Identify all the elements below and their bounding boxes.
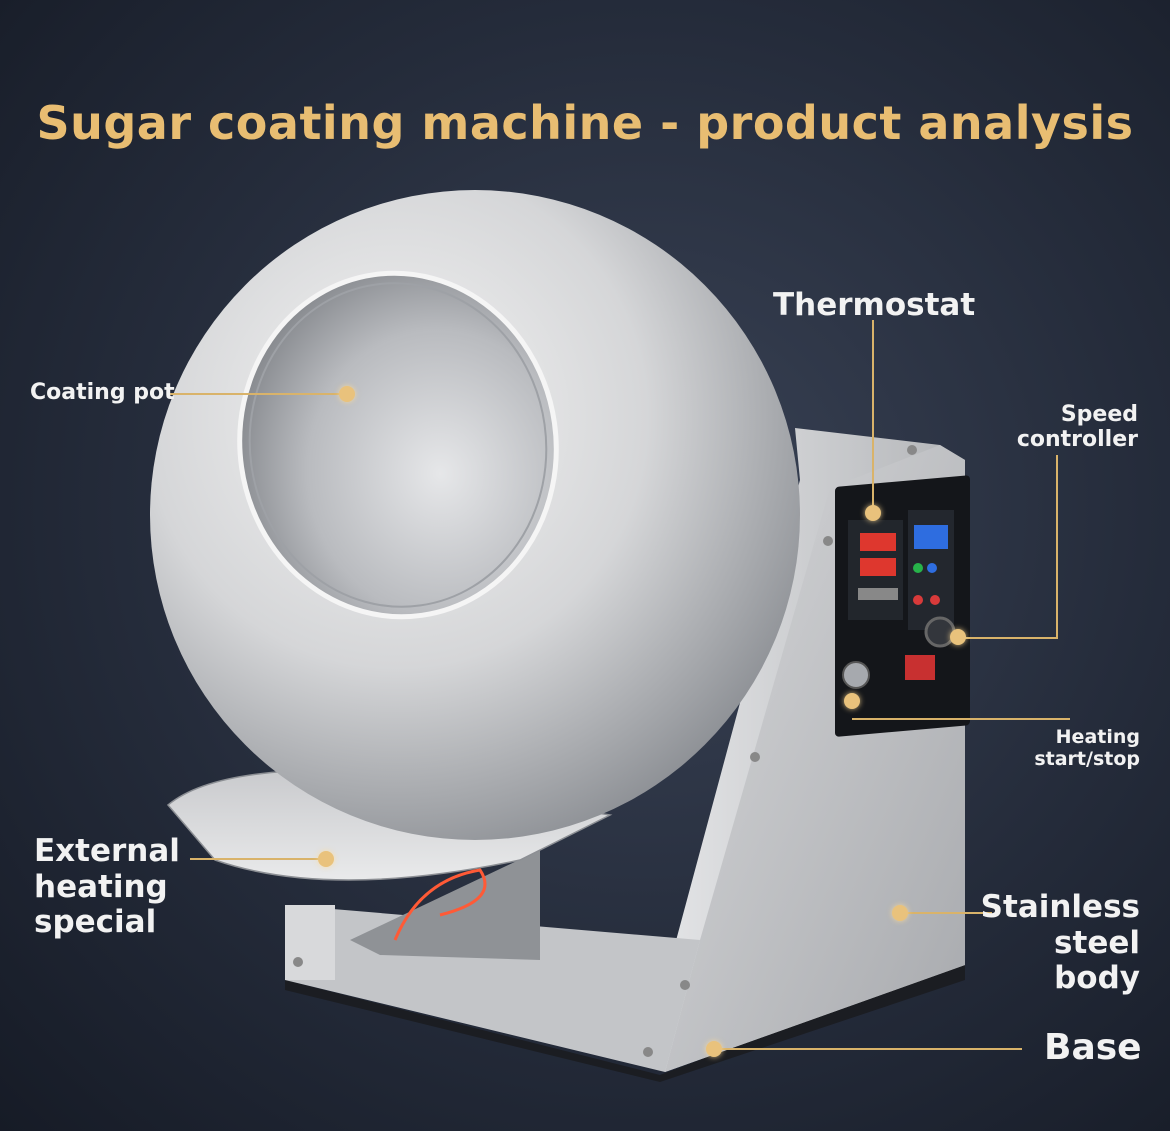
- external-heating-leader: [190, 858, 325, 860]
- coating-pot-dot: [339, 386, 355, 402]
- stainless-leader: [900, 912, 992, 914]
- external-line2: heating: [34, 868, 168, 905]
- heating-label: Heating start/stop: [960, 726, 1140, 771]
- stainless-line1: Stainless: [980, 889, 1140, 925]
- external-line1: External: [34, 833, 180, 869]
- page-title: Sugar coating machine - product analysis: [36, 96, 1134, 150]
- base-dot: [706, 1041, 722, 1057]
- speed-leader-h: [958, 637, 1058, 639]
- heating-line2: start/stop: [1034, 747, 1140, 770]
- base-label: Base: [1044, 1027, 1142, 1068]
- external-heating-label: External heating special: [34, 833, 180, 941]
- stainless-line3: body: [1054, 960, 1140, 997]
- stainless-steel-label: Stainless steel body: [940, 889, 1140, 997]
- external-line3: special: [34, 904, 157, 941]
- heating-leader: [852, 718, 1070, 720]
- speed-controller-label: Speed controller: [960, 402, 1138, 453]
- external-heating-dot: [318, 851, 334, 867]
- heating-line1: Heating: [1055, 726, 1140, 748]
- coating-pot-label: Coating pot: [30, 380, 175, 405]
- thermostat-dot: [865, 505, 881, 521]
- thermostat-label: Thermostat: [773, 287, 976, 323]
- stainless-dot: [892, 905, 908, 921]
- thermostat-leader: [872, 320, 874, 513]
- speed-leader-v: [1056, 455, 1058, 638]
- speed-controller-line2: controller: [1016, 427, 1138, 453]
- stainless-line2: steel: [1054, 924, 1140, 961]
- base-leader: [714, 1048, 1022, 1050]
- coating-pot-leader: [170, 393, 348, 395]
- heating-dot: [844, 693, 860, 709]
- speed-controller-line1: Speed: [1060, 402, 1138, 427]
- speed-controller-dot: [950, 629, 966, 645]
